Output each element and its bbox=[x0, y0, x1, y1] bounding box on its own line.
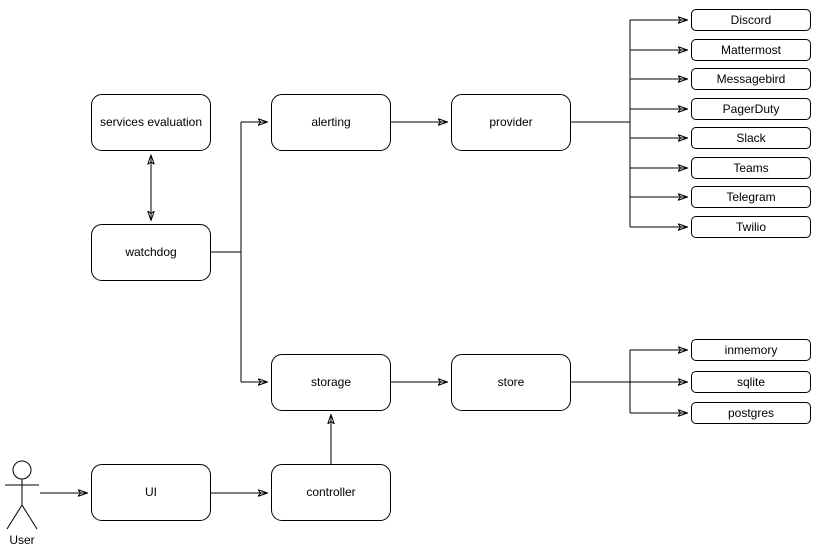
node-provider-mattermost[interactable]: Mattermost bbox=[691, 39, 811, 61]
node-provider-pagerduty[interactable]: PagerDuty bbox=[691, 98, 811, 120]
node-provider-slack-label: Slack bbox=[736, 130, 766, 145]
node-provider-slack[interactable]: Slack bbox=[691, 127, 811, 149]
node-alerting[interactable]: alerting bbox=[271, 94, 391, 151]
node-provider-telegram-label: Telegram bbox=[726, 189, 776, 204]
node-store-label: store bbox=[497, 375, 525, 390]
node-ui[interactable]: UI bbox=[91, 464, 211, 521]
node-provider-discord[interactable]: Discord bbox=[691, 9, 811, 31]
node-services-evaluation[interactable]: services evaluation bbox=[91, 94, 211, 151]
node-provider-teams[interactable]: Teams bbox=[691, 157, 811, 179]
node-alerting-label: alerting bbox=[311, 115, 351, 130]
node-store-postgres-label: postgres bbox=[727, 405, 775, 420]
node-store-postgres[interactable]: postgres bbox=[691, 402, 811, 424]
user-actor-figure bbox=[5, 460, 39, 530]
node-provider-teams-label: Teams bbox=[733, 160, 769, 175]
node-watchdog-label: watchdog bbox=[125, 245, 177, 260]
node-controller-label: controller bbox=[306, 485, 356, 500]
node-storage[interactable]: storage bbox=[271, 354, 391, 411]
node-provider-twilio[interactable]: Twilio bbox=[691, 216, 811, 238]
node-provider-label: provider bbox=[489, 115, 533, 130]
node-provider-messagebird-label: Messagebird bbox=[716, 71, 786, 86]
node-storage-label: storage bbox=[310, 375, 352, 390]
node-store-sqlite[interactable]: sqlite bbox=[691, 371, 811, 393]
node-provider-twilio-label: Twilio bbox=[735, 219, 766, 234]
node-controller[interactable]: controller bbox=[271, 464, 391, 521]
node-provider-messagebird[interactable]: Messagebird bbox=[691, 68, 811, 90]
node-provider-mattermost-label: Mattermost bbox=[720, 42, 781, 57]
node-services-evaluation-label: services evaluation bbox=[99, 115, 203, 130]
node-provider-telegram[interactable]: Telegram bbox=[691, 186, 811, 208]
node-provider-pagerduty-label: PagerDuty bbox=[722, 101, 780, 116]
node-provider-discord-label: Discord bbox=[730, 12, 772, 27]
node-store-inmemory[interactable]: inmemory bbox=[691, 339, 811, 361]
node-store[interactable]: store bbox=[451, 354, 571, 411]
user-actor-label: User bbox=[9, 533, 35, 547]
node-watchdog[interactable]: watchdog bbox=[91, 224, 211, 281]
node-ui-label: UI bbox=[145, 485, 157, 500]
node-store-sqlite-label: sqlite bbox=[736, 374, 765, 389]
node-provider[interactable]: provider bbox=[451, 94, 571, 151]
node-store-inmemory-label: inmemory bbox=[724, 342, 778, 357]
